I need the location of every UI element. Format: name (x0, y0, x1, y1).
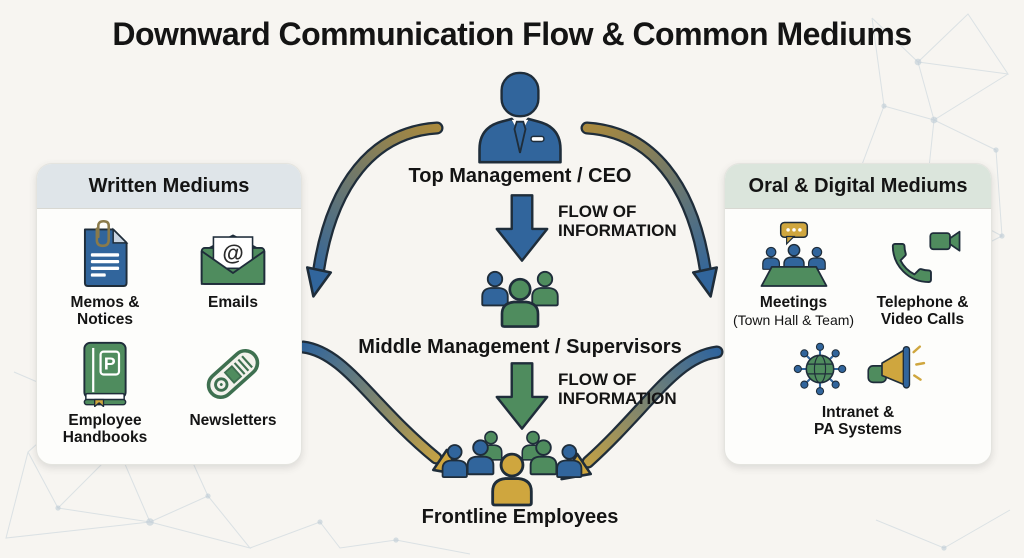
medium-item-newsletters: Newsletters (169, 337, 297, 429)
pa-megaphone-icon (867, 345, 926, 389)
written-mediums-title: Written Mediums (37, 164, 301, 209)
telephone-video-label: Telephone & Video Calls (876, 294, 969, 329)
handbooks-label: Employee Handbooks (62, 411, 148, 447)
crowd-icon (430, 428, 594, 512)
medium-item-intranet-pa: Intranet & PA Systems (729, 337, 987, 439)
written-mediums-panel: Written Mediums Memos & Notices (36, 163, 302, 465)
handbook-icon: P (77, 337, 133, 407)
newsletter-icon (200, 337, 266, 407)
middle-management-label: Middle Management / Supervisors (358, 336, 682, 358)
flow-of-information-label-2: FLOW OF INFORMATION (558, 370, 677, 408)
arrow-ceo-to-written (305, 121, 444, 298)
frontline-employees-label: Frontline Employees (421, 506, 619, 528)
medium-item-handbooks: P Employee Handbooks (41, 337, 169, 447)
oral-digital-mediums-panel: Oral & Digital Mediums Meetings (Town Ha… (724, 163, 992, 465)
email-icon: @ (197, 219, 269, 289)
top-management-label: Top Management / CEO (408, 165, 632, 187)
emails-label: Emails (208, 294, 258, 311)
intranet-globe-icon (793, 342, 847, 396)
ceo-icon (474, 70, 566, 166)
page-title: Downward Communication Flow & Common Med… (112, 16, 912, 52)
flow-of-information-label-1: FLOW OF INFORMATION (558, 202, 677, 240)
memos-label: Memos & Notices (70, 294, 140, 329)
medium-item-telephone-video: Telephone & Video Calls (858, 219, 987, 329)
meetings-sublabel: (Town Hall & Team) (732, 312, 855, 329)
medium-item-emails: @ Emails (169, 219, 297, 311)
medium-item-meetings: Meetings (Town Hall & Team) (729, 219, 858, 328)
oral-digital-mediums-title: Oral & Digital Mediums (725, 164, 991, 209)
svg-text:P: P (104, 353, 116, 373)
flow-arrow-blue (494, 193, 550, 263)
intranet-pa-label: Intranet & PA Systems (814, 403, 902, 439)
medium-item-memos: Memos & Notices (41, 219, 169, 329)
phone-video-icon (885, 219, 961, 289)
flow-arrow-green (494, 361, 550, 431)
memo-icon (76, 219, 134, 289)
svg-text:@: @ (222, 241, 243, 266)
team-icon (470, 266, 570, 332)
meetings-label: Meetings (759, 294, 828, 311)
meeting-icon (757, 219, 831, 289)
arrow-ceo-to-oral (580, 121, 719, 298)
intranet-pa-icon (790, 337, 926, 399)
newsletters-label: Newsletters (189, 411, 277, 429)
